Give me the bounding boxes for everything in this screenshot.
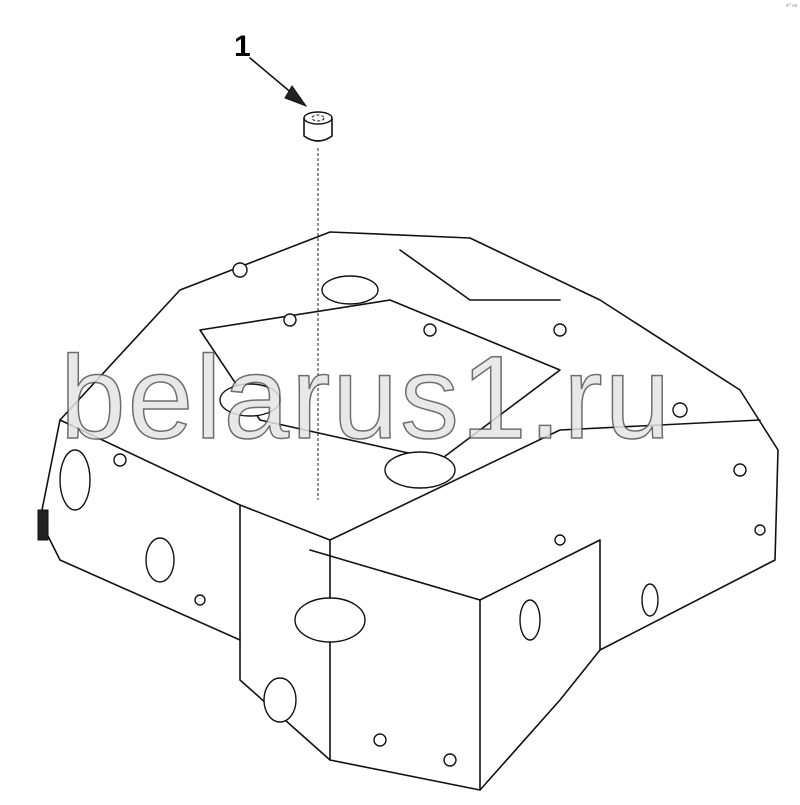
cap-part [303, 111, 333, 142]
cylinder-head [37, 231, 779, 791]
watermark: belarus1.ru [59, 331, 673, 465]
callout-label-1: 1 [234, 30, 251, 63]
corner-mark: s^ ss [786, 3, 798, 9]
callout-arrow [249, 57, 308, 108]
